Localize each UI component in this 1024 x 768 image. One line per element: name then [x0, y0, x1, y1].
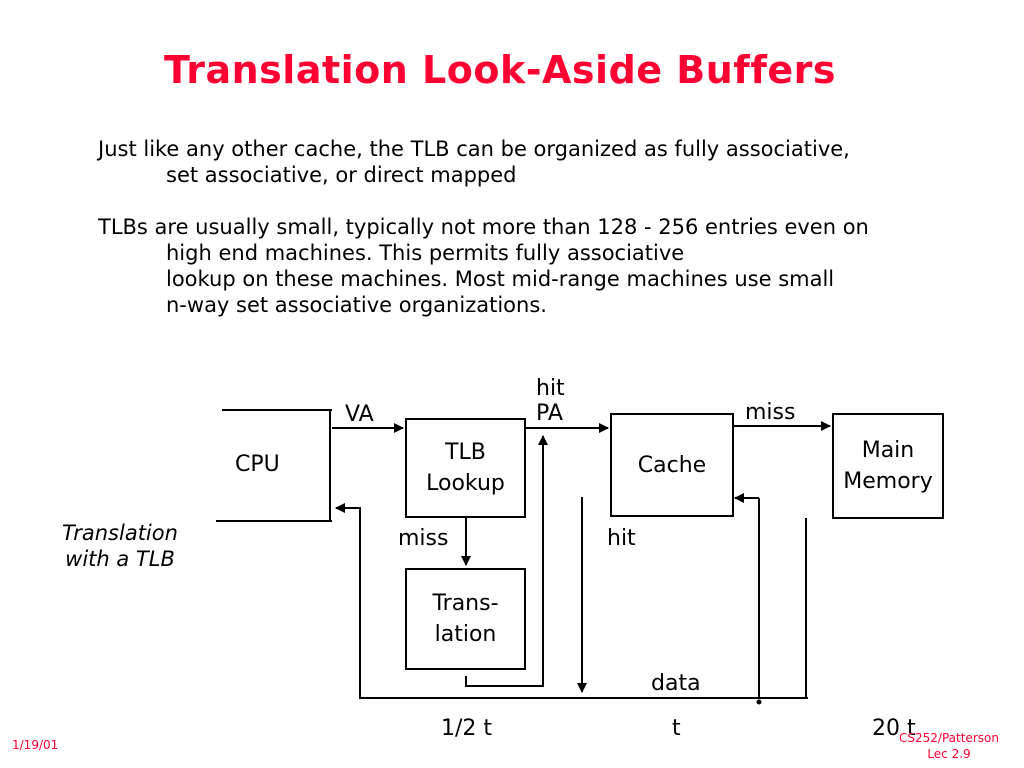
footer-course: CS252/Patterson Lec 2.9 [884, 730, 1014, 762]
hit-pa-label: hit PA [536, 376, 565, 426]
bullet-line: Just like any other cache, the TLB can b… [98, 137, 850, 161]
hit-label: hit [536, 376, 565, 401]
caption-line: with a TLB [65, 547, 175, 571]
memory-line: Main [861, 438, 915, 463]
cache-box: Cache [610, 413, 734, 517]
tlb-lookup-box: TLB Lookup [405, 418, 526, 518]
bullet-line: lookup on these machines. Most mid-range… [166, 267, 835, 291]
footer-course-line: CS252/Patterson [899, 731, 999, 745]
miss-memory-label: miss [745, 400, 796, 425]
caption-line: Translation [62, 521, 178, 545]
miss-tlb-label: miss [398, 526, 449, 551]
bus-junction-dot [756, 699, 762, 705]
cache-label: Cache [637, 452, 707, 478]
footer-date: 1/19/01 [12, 738, 59, 752]
translation-line: Trans- [432, 591, 499, 616]
va-label: VA [345, 402, 374, 427]
bullet-item: Just like any other cache, the TLB can b… [98, 136, 869, 188]
translation-box: Trans- lation [405, 568, 526, 670]
data-bus-return [335, 503, 808, 699]
diagram-caption: Translation with a TLB [40, 520, 200, 572]
bullet-list: Just like any other cache, the TLB can b… [98, 136, 869, 318]
main-memory-box: Main Memory [832, 413, 944, 519]
memory-line: Memory [843, 469, 933, 494]
pa-label: PA [536, 401, 563, 426]
footer-lecture-line: Lec 2.9 [927, 747, 971, 761]
bullet-line: TLBs are usually small, typically not mo… [98, 215, 869, 239]
translation-line: lation [434, 622, 497, 647]
hit-cache-label: hit [607, 526, 636, 551]
slide-title: Translation Look-Aside Buffers [164, 48, 836, 92]
cpu-label: CPU [235, 452, 280, 477]
twenty-t-label: 20 t [872, 716, 916, 741]
translation-feedback-line [465, 435, 548, 687]
bullet-line: set associative, or direct mapped [166, 163, 517, 187]
tlb-lookup-line: Lookup [426, 471, 505, 496]
bullet-item: TLBs are usually small, typically not mo… [98, 214, 869, 318]
bullet-line: high end machines. This permits fully as… [166, 241, 685, 265]
bullet-line: n-way set associative organizations. [166, 293, 547, 317]
t-label: t [672, 716, 681, 741]
data-label: data [651, 671, 701, 696]
tlb-lookup-line: TLB [445, 440, 486, 465]
half-t-label: 1/2 t [441, 716, 493, 741]
